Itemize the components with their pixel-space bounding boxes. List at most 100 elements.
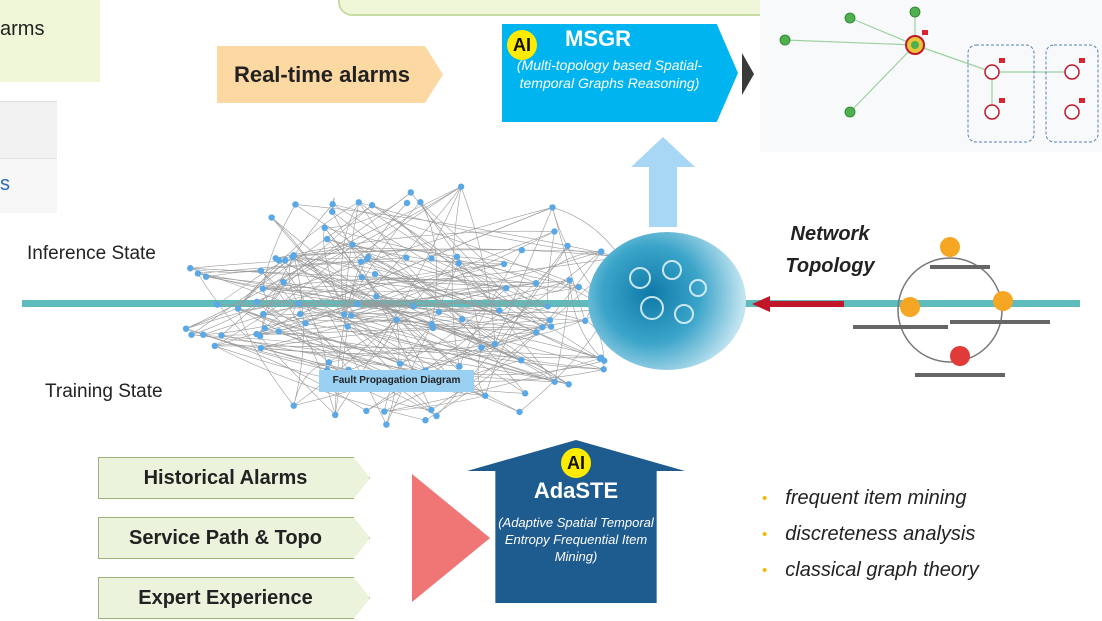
graph-edge <box>191 281 284 336</box>
bullet-icon: • <box>762 525 768 543</box>
graph-edge <box>259 204 333 337</box>
alarm-flag-icon <box>999 98 1005 103</box>
graph-node <box>428 255 435 262</box>
graph-node <box>272 255 279 262</box>
graph-node <box>565 381 572 388</box>
graph-node <box>518 357 525 364</box>
graph-edge <box>357 280 570 306</box>
topo-node <box>909 6 921 18</box>
graph-edge <box>278 331 602 359</box>
graph-node <box>544 303 552 310</box>
topo-alarm-node <box>984 104 1000 120</box>
graph-node <box>433 412 440 420</box>
graph-node <box>348 312 355 319</box>
service-path-arrow <box>98 517 370 559</box>
graph-edge <box>190 256 369 269</box>
graph-edge <box>197 273 602 358</box>
screenshot-bg <box>760 0 1102 152</box>
graph-node <box>453 253 461 260</box>
top-banner <box>338 0 794 16</box>
up-arrow-icon <box>631 137 695 227</box>
graph-edge <box>293 362 329 406</box>
historical-alarms-label: Historical Alarms <box>143 467 308 489</box>
graph-edge <box>185 263 505 329</box>
graph-node <box>321 224 328 232</box>
graph-edge <box>535 280 570 292</box>
graph-edge <box>190 267 536 284</box>
alarm-node-icon <box>940 237 960 257</box>
graph-edge <box>197 273 500 311</box>
graph-node <box>551 378 558 385</box>
graph-node <box>564 242 571 250</box>
msgr-subtitle: (Multi-topology based Spatial-temporal G… <box>516 57 703 91</box>
graph-node <box>341 311 348 318</box>
graph-node <box>478 344 485 351</box>
graph-edge <box>197 273 262 349</box>
graph-node <box>500 260 508 268</box>
graph-node <box>575 283 583 291</box>
graph-edge <box>191 334 460 367</box>
graph-edge <box>260 326 543 349</box>
graph-edge <box>293 256 458 406</box>
graph-edge <box>221 335 555 383</box>
table-fragment: s <box>0 101 57 213</box>
graph-edge <box>256 251 602 335</box>
graph-node <box>257 344 265 352</box>
graph-edge <box>323 227 345 315</box>
graph-edge <box>552 207 586 321</box>
graph-node <box>455 260 462 267</box>
graph-edge <box>259 336 336 416</box>
graph-node <box>357 258 365 265</box>
graph-edge <box>343 201 421 315</box>
ai-brain-icon <box>588 232 746 370</box>
graph-edge <box>256 207 553 335</box>
graph-node <box>182 325 190 332</box>
graph-node <box>491 340 499 348</box>
graph-edge <box>237 308 395 378</box>
graph-node <box>349 241 356 248</box>
graph-node <box>393 316 400 324</box>
training-state-label: Training State <box>45 381 163 402</box>
graph-node <box>482 392 489 399</box>
note-box <box>0 0 100 82</box>
graph-node <box>546 316 554 324</box>
graph-node <box>428 320 435 328</box>
graph-node <box>516 408 523 416</box>
alarm-flag-icon <box>922 30 928 35</box>
graph-edge <box>494 320 586 345</box>
graph-node <box>598 248 605 255</box>
graph-node <box>202 273 210 280</box>
graph-node <box>253 298 260 306</box>
historical-alarms-arrow <box>98 457 370 499</box>
pointer-triangle-icon <box>742 53 754 95</box>
graph-edge <box>262 186 462 289</box>
graph-edge <box>214 345 426 421</box>
graph-node <box>502 284 510 292</box>
graph-edge <box>431 306 548 325</box>
graph-edge <box>400 287 507 364</box>
graph-edge <box>431 258 536 284</box>
input-merge-triangle-icon <box>412 474 490 602</box>
graph-edge <box>263 313 397 322</box>
graph-edge <box>368 256 605 361</box>
node-caption <box>930 265 990 269</box>
graph-edge <box>484 245 568 396</box>
table-row: s <box>0 158 57 213</box>
graph-node <box>329 201 336 208</box>
topo-alarm-node <box>1064 64 1080 80</box>
graph-edge <box>460 186 496 344</box>
inference-state-label: Inference State <box>27 243 156 264</box>
graph-edge <box>237 202 359 309</box>
graph-edge <box>214 287 507 347</box>
method-text: discreteness analysis <box>785 523 976 545</box>
graph-edge <box>384 323 432 412</box>
graph-edge <box>190 267 261 273</box>
graph-edge <box>328 331 537 363</box>
topo-alarm-node <box>984 64 1000 80</box>
graph-node <box>547 323 555 330</box>
graph-edge <box>305 303 414 324</box>
graph-edge <box>535 251 602 284</box>
graph-node <box>456 363 463 370</box>
graph-edge <box>292 256 555 383</box>
graph-node <box>282 257 289 264</box>
